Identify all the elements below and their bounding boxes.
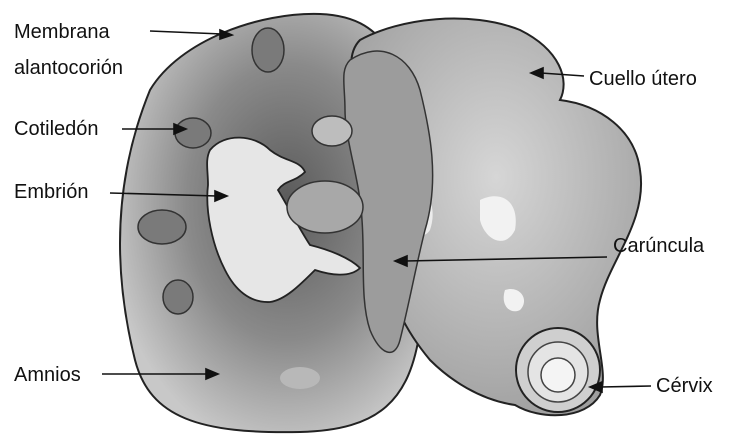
cotyledon-shape bbox=[163, 280, 193, 314]
tissue-shape bbox=[287, 181, 363, 233]
label-membrana: Membrana bbox=[14, 20, 110, 44]
label-caruncula: Carúncula bbox=[613, 234, 704, 258]
label-cuello-utero: Cuello útero bbox=[589, 67, 697, 91]
label-embrion: Embrión bbox=[14, 180, 88, 204]
label-alantocorion: alantocorión bbox=[14, 56, 123, 80]
cotyledon-shape bbox=[175, 118, 211, 148]
label-cervix: Cérvix bbox=[656, 374, 713, 398]
pointer-line-membrana bbox=[150, 31, 222, 34]
cotyledon-shape bbox=[252, 28, 284, 72]
tissue-shape bbox=[312, 116, 352, 146]
label-amnios: Amnios bbox=[14, 363, 81, 387]
cervix-ring-shape bbox=[541, 358, 575, 392]
amnion-highlight-shape bbox=[280, 367, 320, 389]
cotyledon-shape bbox=[138, 210, 186, 244]
label-cotiledon: Cotiledón bbox=[14, 117, 99, 141]
pointer-line-cervix bbox=[600, 386, 651, 387]
